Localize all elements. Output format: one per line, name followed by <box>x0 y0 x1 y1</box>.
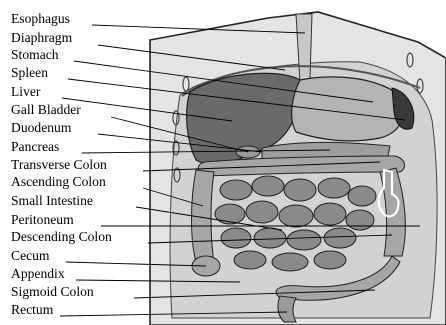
label-transverse-colon: Transverse Colon <box>11 157 107 173</box>
label-rectum: Rectum <box>11 302 53 318</box>
label-small-intestine: Small Intestine <box>11 193 93 209</box>
label-ascending-colon: Ascending Colon <box>11 174 106 190</box>
label-esophagus: Esophagus <box>11 11 70 27</box>
label-liver: Liver <box>11 84 40 100</box>
label-pancreas: Pancreas <box>11 139 59 155</box>
rectum-shape <box>278 296 296 322</box>
label-duodenum: Duodenum <box>11 120 71 136</box>
label-sigmoid-colon: Sigmoid Colon <box>11 284 94 300</box>
label-descending-colon: Descending Colon <box>11 229 112 245</box>
label-peritoneum: Peritoneum <box>11 212 74 228</box>
label-spleen: Spleen <box>11 65 48 81</box>
label-cecum: Cecum <box>11 248 50 264</box>
label-diaphragm: Diaphragm <box>11 30 72 46</box>
label-stomach: Stomach <box>11 47 59 63</box>
label-gall-bladder: Gall Bladder <box>11 102 81 118</box>
label-appendix: Appendix <box>11 266 65 282</box>
